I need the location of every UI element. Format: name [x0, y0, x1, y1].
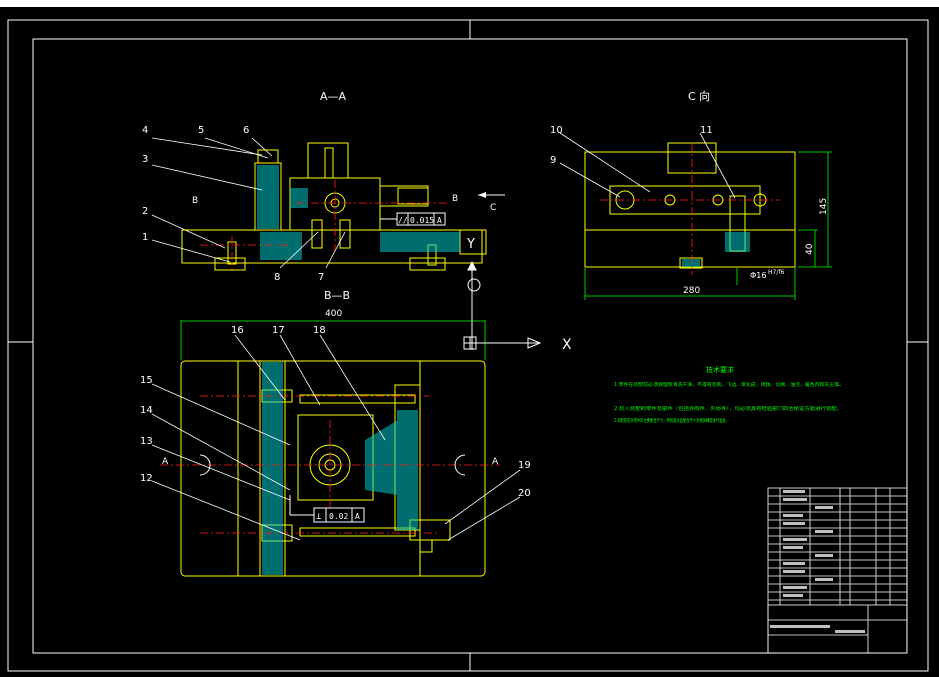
- balloon-19: 19: [518, 460, 531, 471]
- ucs-x-label: X: [562, 337, 572, 353]
- parallelism-value: 0.015: [410, 216, 434, 225]
- balloon-10: 10: [550, 125, 563, 136]
- view-title-bb: B—B: [324, 289, 350, 302]
- ucs-icon: [463, 336, 542, 350]
- notes-line-2: 2.装入装配的零件及部件（包括外购件、外协件），均必须具有检验部门的合格证方能进…: [614, 405, 842, 412]
- parallelism-symbol: //: [398, 216, 408, 225]
- balloon-15: 15: [140, 375, 153, 386]
- balloon-17: 17: [272, 325, 285, 336]
- notes-line-3: 3.装配前应对零件的主要配合尺寸，特别是过盈配合尺寸及相关精度进行复查。: [614, 417, 729, 424]
- balloon-3: 3: [142, 154, 148, 165]
- balloon-16: 16: [231, 325, 244, 336]
- perp-datum: A: [355, 512, 360, 521]
- notes-line-1: 1.零件在装配前必须清理和清洗干净，不得有毛刺、飞边、氧化皮、锈蚀、切屑、油污、…: [614, 381, 844, 388]
- view-direction-c: C: [490, 203, 496, 213]
- view-title-aa: A—A: [320, 90, 347, 103]
- parallelism-datum: A: [437, 216, 442, 225]
- view-c: C 向: [550, 89, 832, 300]
- title-block: [767, 487, 908, 654]
- section-mark-b-left: B: [192, 196, 198, 206]
- balloon-14: 14: [140, 405, 153, 416]
- section-mark-b-right: B: [452, 194, 458, 204]
- balloon-11: 11: [700, 125, 713, 136]
- technical-requirements: 技术要求 1.零件在装配前必须清理和清洗干净，不得有毛刺、飞边、氧化皮、锈蚀、切…: [614, 365, 844, 424]
- balloon-18: 18: [313, 325, 326, 336]
- perp-symbol: ⊥: [316, 512, 322, 522]
- window-top-strip: [0, 0, 939, 7]
- balloon-2: 2: [142, 206, 148, 217]
- notes-title: 技术要求: [706, 365, 734, 374]
- balloon-7: 7: [318, 272, 324, 283]
- dim-40: 40: [805, 243, 815, 255]
- perp-value: 0.02: [329, 512, 348, 521]
- view-title-c: C 向: [688, 89, 710, 103]
- balloon-1: 1: [142, 232, 148, 243]
- balloon-9: 9: [550, 155, 556, 166]
- balloon-12: 12: [140, 473, 153, 484]
- section-view-bb: B—B: [140, 289, 531, 577]
- section-mark-a-left: A: [162, 457, 169, 467]
- section-mark-a-right: A: [492, 457, 499, 467]
- dim-280: 280: [683, 286, 700, 296]
- balloon-4: 4: [142, 125, 148, 136]
- ucs-y-label: Y: [466, 237, 475, 252]
- leaders-aa: [151, 137, 346, 269]
- sheet-frame: [7, 19, 929, 672]
- dim-phi16: Φ16: [750, 271, 766, 280]
- dim-400: 400: [325, 309, 342, 319]
- dim-fit: H7/f6: [768, 269, 784, 276]
- balloon-20: 20: [518, 488, 531, 499]
- dim-145: 145: [819, 198, 829, 215]
- balloon-5: 5: [198, 125, 204, 136]
- balloon-13: 13: [140, 436, 153, 447]
- parallelism-tolerance-frame: [380, 212, 446, 226]
- balloon-8: 8: [274, 272, 280, 283]
- section-view-aa: A—A: [181, 90, 505, 350]
- perpendicularity-tolerance-frame: [289, 495, 365, 523]
- balloon-6: 6: [243, 125, 249, 136]
